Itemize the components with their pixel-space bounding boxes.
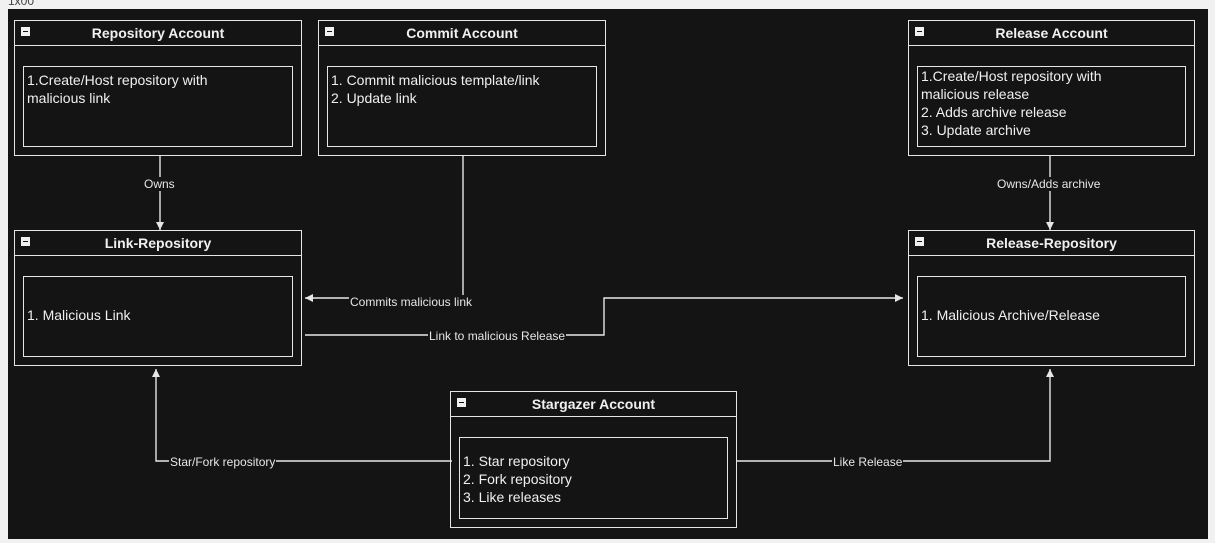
body-line: 1.Create/Host repository with (27, 72, 208, 88)
body-line: 1. Malicious Link (27, 307, 131, 323)
node-title: Stargazer Account (531, 396, 656, 412)
repository-account-node[interactable]: Repository Account 1.Create/Host reposit… (14, 20, 302, 156)
edge-label-like-release: Like Release (832, 455, 904, 469)
body-line: 2. Fork repository (463, 471, 572, 487)
edge-star-fork-line (152, 369, 452, 462)
node-header: Stargazer Account (451, 392, 736, 417)
node-header: Repository Account (15, 21, 301, 46)
edge-like-release-line (736, 369, 1054, 462)
edge-label-owns-adds-archive: Owns/Adds archive (996, 177, 1102, 191)
stargazer-account-node[interactable]: Stargazer Account 1. Star repository 2. … (450, 391, 737, 528)
body-line: 3. Like releases (463, 489, 562, 505)
node-header: Release Account (909, 21, 1194, 46)
collapse-icon[interactable] (915, 27, 924, 36)
body-line: 3. Update archive (921, 122, 1031, 138)
collapse-icon[interactable] (21, 27, 30, 36)
link-repository-node[interactable]: Link-Repository 1. Malicious Link (14, 230, 302, 366)
edge-label-commits-malicious-link: Commits malicious link (349, 295, 474, 309)
edge-commits-link-line (305, 156, 464, 302)
body-line: 1.Create/Host repository with (921, 68, 1102, 84)
node-title: Commit Account (406, 25, 518, 41)
node-title: Release-Repository (986, 235, 1117, 251)
node-body: 1. Commit malicious template/link 2. Upd… (327, 66, 597, 147)
body-line: malicious release (921, 86, 1030, 102)
diagram-canvas: Repository Account 1.Create/Host reposit… (8, 9, 1208, 539)
body-line: malicious link (27, 90, 111, 106)
node-body: 1.Create/Host repository with malicious … (23, 66, 293, 147)
body-line: 1. Commit malicious template/link (331, 72, 540, 88)
node-title: Repository Account (91, 25, 225, 41)
page-corner-text: 1x00 (8, 0, 35, 8)
collapse-icon[interactable] (21, 237, 30, 246)
node-header: Commit Account (319, 21, 605, 46)
edge-label-owns: Owns (143, 177, 176, 191)
node-body: 1. Malicious Archive/Release (917, 276, 1186, 357)
node-title: Link-Repository (104, 235, 212, 251)
commit-account-node[interactable]: Commit Account 1. Commit malicious templ… (318, 20, 606, 156)
release-repository-node[interactable]: Release-Repository 1. Malicious Archive/… (908, 230, 1195, 366)
node-body: 1. Star repository 2. Fork repository 3.… (459, 437, 728, 519)
edge-label-link-to-malicious-release: Link to malicious Release (428, 329, 567, 343)
collapse-icon[interactable] (915, 237, 924, 246)
collapse-icon[interactable] (325, 27, 334, 36)
node-body: 1. Malicious Link (23, 276, 293, 357)
edge-label-star-fork-repository: Star/Fork repository (169, 455, 277, 469)
node-header: Release-Repository (909, 231, 1194, 256)
body-line: 2. Update link (331, 90, 417, 106)
collapse-icon[interactable] (457, 398, 466, 407)
body-line: 1. Malicious Archive/Release (921, 307, 1100, 323)
node-header: Link-Repository (15, 231, 301, 256)
body-line: 1. Star repository (463, 453, 570, 469)
node-body: 1.Create/Host repository with malicious … (917, 66, 1186, 147)
body-line: 2. Adds archive release (921, 104, 1067, 120)
release-account-node[interactable]: Release Account 1.Create/Host repository… (908, 20, 1195, 156)
node-title: Release Account (995, 25, 1108, 41)
